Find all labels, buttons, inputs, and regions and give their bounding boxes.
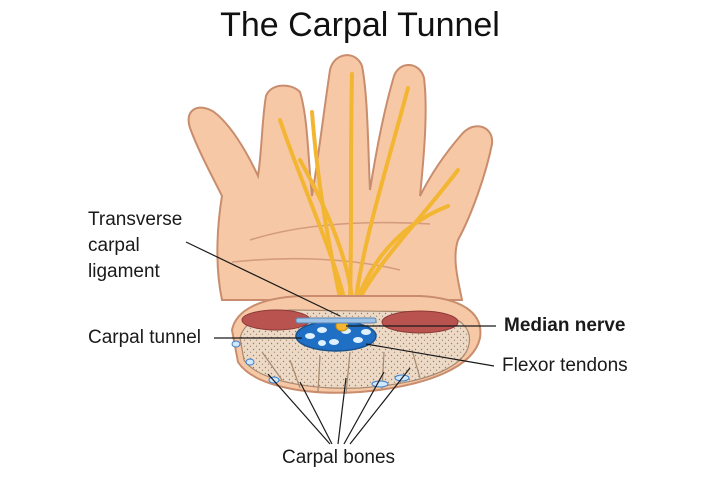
- nerve-branches: [278, 72, 460, 300]
- label-transverse-line1: Transverse: [88, 209, 183, 230]
- label-median-nerve: Median nerve: [504, 315, 626, 336]
- label-carpal-tunnel: Carpal tunnel: [88, 327, 202, 348]
- diagram-title: The Carpal Tunnel: [220, 6, 500, 44]
- label-carpal-bones: Carpal bones: [282, 447, 396, 468]
- leader-lines: [185, 241, 496, 445]
- wrist-cross-section: [230, 295, 482, 395]
- label-flexor-tendons: Flexor tendons: [502, 355, 628, 376]
- label-transverse-line3: ligament: [88, 261, 160, 282]
- label-transverse-line2: carpal: [88, 235, 140, 256]
- ligament-shape: [295, 317, 377, 324]
- hypothenar-muscle: [381, 310, 459, 334]
- hand-palm: [187, 54, 494, 301]
